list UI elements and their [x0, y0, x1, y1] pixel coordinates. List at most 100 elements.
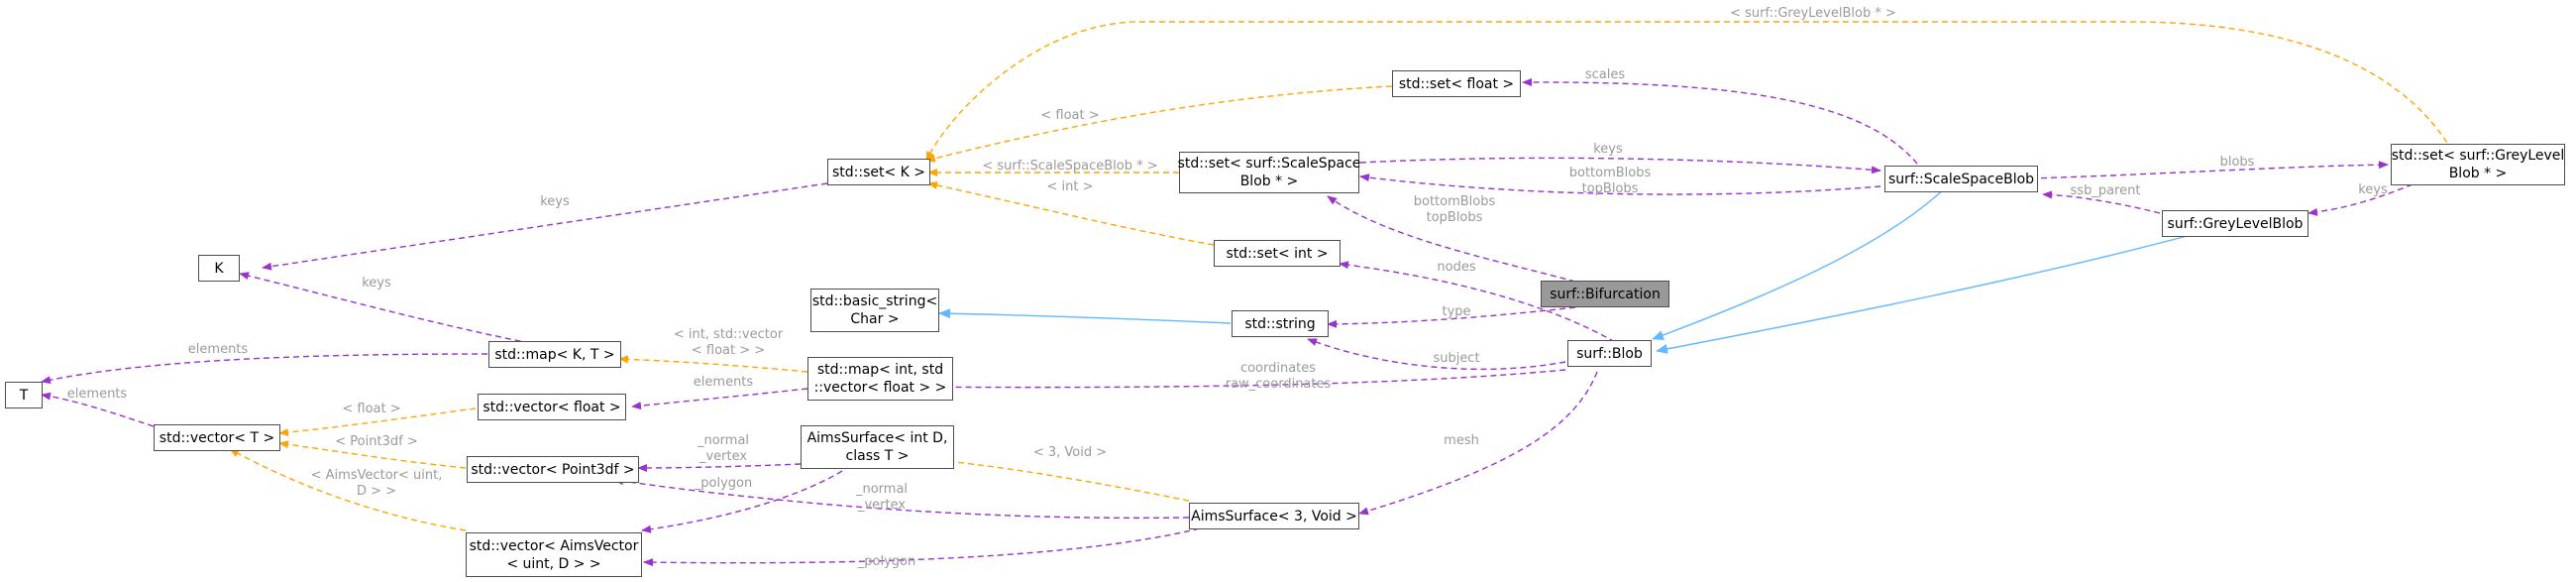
edge-member-elements-map	[41, 353, 488, 385]
node-aims-surface-D-T[interactable]: AimsSurface< int D, class T >	[801, 425, 954, 469]
node-vector-aims-vector-line-1: std::vector< AimsVector	[469, 537, 639, 554]
node-T[interactable]: T	[5, 382, 43, 408]
node-vector-float[interactable]: std::vector< float >	[478, 394, 626, 420]
label-polygon-2: _polygon	[857, 554, 916, 569]
edge-member-blobs	[2030, 161, 2389, 179]
label-scales: scales	[1584, 67, 1626, 82]
node-vector-point3df[interactable]: std::vector< Point3df >	[467, 456, 639, 483]
label-keys-set-K: keys	[540, 194, 570, 209]
node-vector-aims-vector[interactable]: std::vector< AimsVector < uint, D > >	[466, 532, 642, 577]
node-map-K-T-line-1: std::map< K, T >	[494, 346, 615, 363]
node-bifurcation[interactable]: surf::Bifurcation	[1541, 281, 1669, 307]
label-elements-map: elements	[187, 342, 249, 357]
label-int-vector-float-tpl: < int, std::vector < float > >	[673, 327, 784, 358]
node-basic-string-line-2: Char >	[850, 311, 900, 327]
edge-member-mesh	[1358, 371, 1598, 516]
node-blob[interactable]: surf::Blob	[1567, 340, 1652, 367]
label-int-tpl: < int >	[1046, 179, 1094, 194]
label-three-void-tpl: < 3, Void >	[1032, 445, 1108, 460]
label-nodes: nodes	[1437, 260, 1476, 275]
label-coordinates: coordinates raw_coordinates	[1225, 361, 1332, 392]
node-set-int-line-1: std::set< int >	[1226, 245, 1329, 262]
edge-member-elements-vector-float	[631, 388, 808, 410]
edge-member-keys-ssb	[1359, 157, 1881, 175]
node-set-scale-space-blob-ptr[interactable]: std::set< surf::ScaleSpace Blob * >	[1177, 152, 1361, 193]
node-aims-surface-3-void-line-1: AimsSurface< 3, Void >	[1191, 508, 1357, 524]
label-normal-vertex-2: _normal _vertex	[855, 482, 909, 513]
label-point3df-tpl: < Point3df >	[335, 434, 418, 449]
edge-member-scales	[1522, 77, 1918, 165]
node-set-scale-space-blob-ptr-line-2: Blob * >	[1239, 174, 1299, 189]
node-scale-space-blob[interactable]: surf::ScaleSpaceBlob	[1884, 166, 2038, 192]
node-grey-level-blob-line-1: surf::GreyLevelBlob	[2167, 215, 2304, 232]
node-set-K-line-1: std::set< K >	[831, 164, 926, 180]
node-set-scale-space-blob-ptr-line-1: std::set< surf::ScaleSpace	[1177, 156, 1361, 172]
node-K-line-1: K	[214, 260, 224, 277]
label-ssb-parent: ssb_parent	[2070, 183, 2141, 198]
label-keys-map: keys	[362, 276, 391, 291]
node-string[interactable]: std::string	[1232, 310, 1329, 337]
node-aims-surface-D-T-line-1: AimsSurface< int D,	[806, 430, 948, 446]
edge-template-vector-float	[278, 407, 477, 437]
edge-member-keys-set-K	[262, 182, 828, 271]
node-set-K[interactable]: std::set< K >	[827, 159, 930, 185]
edge-template-vector-point3df	[278, 440, 467, 469]
label-keys-grey-level: keys	[2358, 182, 2388, 197]
node-map-K-T[interactable]: std::map< K, T >	[488, 341, 621, 368]
node-blob-line-1: surf::Blob	[1576, 345, 1643, 362]
node-map-int-vector-float-line-2: ::vector< float > >	[813, 380, 947, 396]
node-aims-surface-3-void[interactable]: AimsSurface< 3, Void >	[1189, 503, 1359, 529]
edge-member-bottom-top-bif	[1327, 195, 1576, 283]
node-K[interactable]: K	[198, 255, 240, 282]
label-bottom-top-blobs-ssb: bottomBlobs topBlobs	[1568, 166, 1652, 196]
edge-member-bottom-top-ssb	[1359, 174, 1881, 195]
edge-member-subject	[1307, 338, 1566, 371]
label-grey-level-blob-tpl: < surf::GreyLevelBlob * >	[1730, 6, 1896, 21]
node-set-int[interactable]: std::set< int >	[1214, 240, 1341, 267]
label-bottom-top-blobs-bif: bottomBlobs topBlobs	[1413, 194, 1496, 225]
node-aims-surface-D-T-line-2: class T >	[845, 448, 910, 464]
label-scale-space-blob-tpl: < surf::ScaleSpaceBlob * >	[982, 159, 1158, 174]
node-grey-level-blob[interactable]: surf::GreyLevelBlob	[2162, 210, 2308, 237]
node-vector-aims-vector-line-2: < uint, D > >	[506, 555, 601, 572]
edge-member-keys-grey-level	[2308, 183, 2414, 216]
node-vector-T-line-1: std::vector< T >	[159, 429, 275, 446]
edge-member-normal-vertex-1	[637, 463, 802, 472]
node-set-grey-level-blob-ptr[interactable]: std::set< surf::GreyLevel Blob * >	[2391, 144, 2565, 185]
label-keys-scale-space: keys	[1593, 142, 1623, 157]
node-map-int-vector-float[interactable]: std::map< int, std ::vector< float > >	[807, 357, 953, 401]
label-blobs: blobs	[2219, 155, 2255, 170]
label-elements-vector-float: elements	[693, 375, 754, 390]
edge-member-normal-vertex-2	[613, 477, 1190, 520]
edge-member-coordinates	[888, 369, 1566, 392]
edge-template-map-int-vector	[618, 355, 808, 373]
edge-template-vector-aims-vector	[229, 448, 467, 531]
edge-member-ssb-parent	[2042, 190, 2161, 214]
node-basic-string[interactable]: std::basic_string< Char >	[810, 289, 939, 332]
node-set-grey-level-blob-ptr-line-2: Blob * >	[2448, 166, 2508, 181]
node-set-grey-level-blob-ptr-line-1: std::set< surf::GreyLevel	[2391, 148, 2565, 164]
node-vector-T[interactable]: std::vector< T >	[154, 424, 280, 451]
label-normal-vertex-1: _normal _vertex	[697, 433, 750, 464]
label-float-tpl: < float >	[1040, 108, 1100, 123]
node-vector-float-line-1: std::vector< float >	[483, 399, 621, 415]
label-subject: subject	[1433, 351, 1480, 366]
edge-member-keys-map	[239, 272, 541, 346]
edge-template-grey-level-blob-set	[925, 21, 2453, 162]
edge-inherit-blob-grey-level	[1656, 233, 2196, 354]
edge-member-type	[1327, 306, 1576, 328]
node-map-int-vector-float-line-1: std::map< int, std	[816, 362, 944, 378]
node-set-float[interactable]: std::set< float >	[1392, 70, 1521, 97]
node-set-float-line-1: std::set< float >	[1398, 75, 1515, 92]
label-mesh: mesh	[1444, 433, 1479, 448]
edge-member-polygon-2	[643, 523, 1220, 567]
label-type: type	[1442, 304, 1471, 319]
edge-template-aims-surface-3-void	[912, 454, 1190, 502]
node-T-line-1: T	[19, 387, 29, 404]
label-polygon-1: _polygon	[694, 476, 753, 491]
edge-member-nodes	[1339, 261, 1616, 343]
edge-inherit-string-basic-string	[938, 308, 1232, 324]
node-vector-point3df-line-1: std::vector< Point3df >	[471, 461, 635, 478]
